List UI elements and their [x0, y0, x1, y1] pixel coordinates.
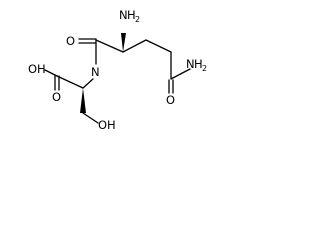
atom-side-amide-o: O	[166, 93, 175, 107]
bonds	[44, 33, 191, 124]
chemical-structure: N H 2 O N N H 2 O OH O OH	[28, 8, 207, 132]
atom-labels: N H 2 O N N H 2 O OH O OH	[28, 8, 207, 132]
atom-acid-o: O	[52, 90, 61, 104]
bond-ca-cb-gln	[122, 39, 147, 53]
atom-amine-subscript: 2	[135, 15, 140, 24]
bond-ca-ser-cb-wedge	[80, 88, 86, 113]
atom-amine-h: H	[127, 8, 136, 22]
bond-ca-gln-nh2-wedge	[121, 33, 126, 52]
bond-amide-n-ca-ser	[82, 78, 94, 89]
bond-carboxyl-oh	[44, 69, 58, 77]
atom-side-amide-subscript: 2	[202, 64, 207, 73]
atom-amine-n: N	[119, 8, 128, 22]
bond-ca-gln-carbonyl	[95, 39, 124, 53]
atom-side-amide-h: H	[194, 57, 203, 71]
atom-amide-o: O	[66, 34, 75, 48]
atom-acid-oh: OH	[28, 62, 46, 76]
bond-cb-ser-oh	[82, 112, 99, 124]
bond-ca-ser-carboxyl	[56, 75, 84, 89]
atom-amide-n: N	[91, 65, 100, 79]
bond-cd-side-n	[170, 68, 191, 80]
atom-alcohol-oh: OH	[98, 118, 116, 132]
atom-side-amide-n: N	[186, 57, 195, 71]
bond-cb-cg-gln	[145, 39, 172, 53]
